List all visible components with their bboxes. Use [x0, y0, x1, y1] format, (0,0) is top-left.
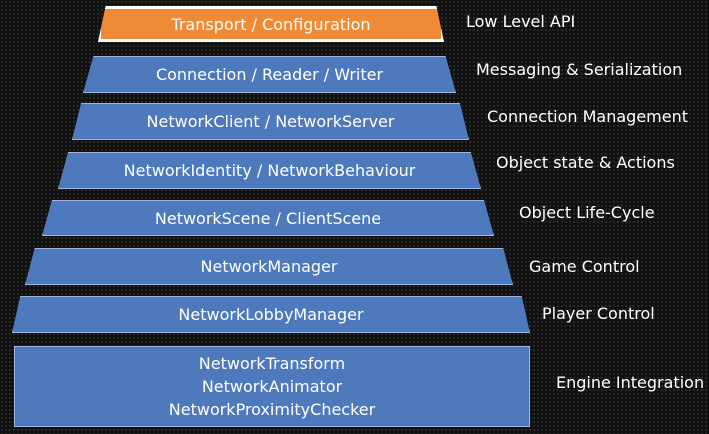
layer-shape [25, 248, 513, 285]
layer-connection-reader-writer: Connection / Reader / Writer [83, 56, 456, 93]
layer-title: Connection / Reader / Writer [155, 65, 384, 84]
layer-networklobbymanager: NetworkLobbyManager [12, 296, 530, 333]
layer-line-networkanimator: NetworkAnimator [201, 377, 343, 396]
layer-line-networktransform: NetworkTransform [198, 354, 346, 373]
layer-shape [72, 103, 469, 140]
layer-shape [83, 56, 456, 93]
layer-shape [14, 346, 530, 427]
layer-title: NetworkManager [200, 257, 338, 276]
label-object-life-cycle: Object Life-Cycle [519, 203, 655, 222]
layer-networkmanager: NetworkManager [25, 248, 513, 285]
layer-shape [42, 200, 494, 236]
label-engine-integration: Engine Integration [556, 373, 705, 392]
layer-shape [12, 296, 530, 333]
layer-networkscene-clientscene: NetworkScene / ClientScene [42, 200, 494, 236]
layer-shape [98, 6, 444, 42]
label-player-control: Player Control [542, 304, 655, 323]
label-low-level-api: Low Level API [466, 12, 576, 31]
layer-networkidentity-networkbehaviour: NetworkIdentity / NetworkBehaviour [58, 152, 481, 189]
layer-networkclient-networkserver: NetworkClient / NetworkServer [72, 103, 469, 140]
label-connection-management: Connection Management [487, 107, 689, 126]
layer-engine-components: NetworkTransform NetworkAnimator Network… [14, 346, 530, 427]
layer-title: NetworkClient / NetworkServer [146, 112, 395, 131]
layer-line-networkproximitychecker: NetworkProximityChecker [168, 400, 376, 419]
layer-title: Transport / Configuration [171, 14, 371, 34]
layer-title: NetworkScene / ClientScene [154, 208, 382, 228]
layer-title: NetworkIdentity / NetworkBehaviour [123, 161, 416, 180]
label-object-state-actions: Object state & Actions [496, 153, 675, 172]
layer-shape [58, 152, 481, 189]
layer-transport-configuration: Transport / Configuration [98, 6, 444, 42]
label-game-control: Game Control [529, 257, 640, 276]
label-messaging-serialization: Messaging & Serialization [476, 60, 683, 79]
layer-title: NetworkLobbyManager [178, 305, 364, 324]
